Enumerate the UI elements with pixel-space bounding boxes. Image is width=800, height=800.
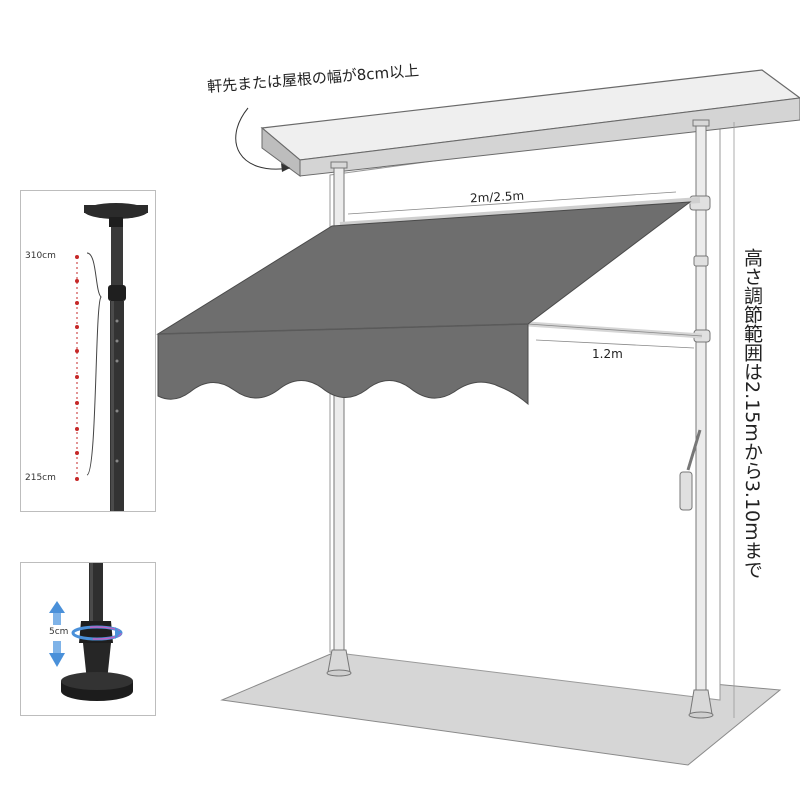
adjustable-foot-illustration [49, 563, 133, 701]
projection-dimension-line [535, 339, 695, 349]
right-pole [679, 119, 714, 719]
pole-detail-inset: 310cm 215cm [20, 190, 156, 512]
foot-detail-inset: 5cm [20, 562, 156, 716]
foot-adjust-label: 5cm [49, 627, 69, 637]
awning-projection-label: 1.2m [592, 347, 623, 361]
roller-bar [339, 197, 701, 228]
left-pole [326, 161, 352, 677]
eave-underside [299, 97, 800, 177]
max-height-label: 310cm [25, 251, 56, 261]
awning-valance [157, 323, 529, 406]
awning-width-label: 2m/2.5m [469, 188, 525, 206]
height-range-label: 高さ調節範囲は2.15mから3.10mまで [741, 248, 763, 579]
telescopic-pole-illustration [75, 203, 148, 511]
min-height-label: 215cm [25, 473, 56, 483]
eave-callout-arrow [235, 107, 291, 170]
width-dimension-line [347, 191, 677, 215]
